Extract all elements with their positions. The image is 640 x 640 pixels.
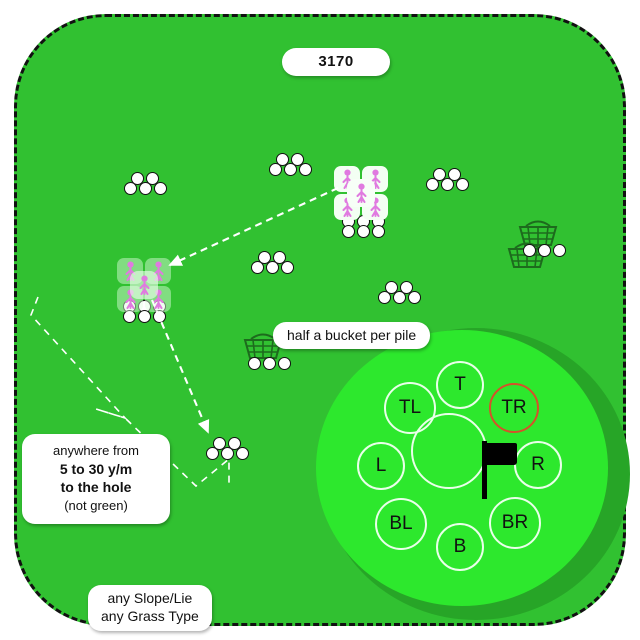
golf-ball-icon: [522, 244, 536, 257]
ball-pile: [200, 437, 254, 460]
bucket-callout: half a bucket per pile: [273, 322, 431, 349]
ball-pile: [245, 251, 299, 274]
ball-row: [336, 225, 390, 238]
golf-ball-icon: [123, 182, 137, 195]
distance-line-1: anywhere from: [53, 443, 139, 458]
ball-row: [263, 163, 317, 176]
ball-row: [118, 172, 172, 185]
ball-row: [245, 261, 299, 274]
surface-line-2: any Grass Type: [101, 608, 199, 625]
golfer-group: [117, 258, 171, 312]
ball-row: [372, 281, 426, 294]
golf-ball-icon: [385, 281, 398, 294]
golf-ball-icon: [433, 168, 446, 181]
flag-pole: [482, 441, 487, 499]
golf-ball-icon: [448, 168, 461, 181]
golf-ball-icon: [276, 153, 289, 166]
pin-position-r[interactable]: R: [514, 441, 562, 489]
golf-ball-icon: [440, 178, 454, 191]
pin-position-bl[interactable]: BL: [375, 498, 427, 550]
ball-pile: [372, 281, 426, 304]
golf-ball-icon: [537, 244, 551, 257]
golf-ball-icon: [153, 182, 167, 195]
golf-ball-icon: [131, 172, 144, 185]
ball-row: [118, 182, 172, 195]
ball-row: [420, 178, 474, 191]
drill-number-badge: 3170: [282, 48, 390, 76]
pin-position-tr[interactable]: TR: [489, 383, 539, 433]
ball-pile: [242, 357, 296, 370]
distance-callout: anywhere from 5 to 30 y/m to the hole (n…: [22, 434, 170, 524]
surface-callout: any Slope/Lie any Grass Type: [88, 585, 212, 632]
distance-line-4: (not green): [64, 498, 128, 514]
golf-ball-icon: [377, 291, 391, 304]
golf-ball-icon: [455, 178, 469, 191]
ball-row: [517, 244, 571, 257]
golfer-icon: [347, 179, 375, 207]
golf-ball-icon: [291, 153, 304, 166]
ball-pile: [517, 244, 571, 257]
golf-ball-icon: [268, 163, 282, 176]
golf-ball-icon: [277, 357, 291, 370]
golf-ball-icon: [552, 244, 566, 257]
golf-ball-icon: [280, 261, 294, 274]
golf-ball-icon: [407, 291, 421, 304]
golfer-icon: [130, 271, 158, 299]
ball-row: [372, 291, 426, 304]
surface-line-1: any Slope/Lie: [107, 590, 193, 606]
golf-ball-icon: [392, 291, 406, 304]
distance-line-2: 5 to 30 y/m: [59, 460, 133, 477]
flagstick-icon: [482, 441, 518, 499]
ball-row: [200, 447, 254, 460]
golf-ball-icon: [250, 261, 264, 274]
golf-ball-icon: [356, 225, 370, 238]
golf-ball-icon: [283, 163, 297, 176]
ball-pile: [420, 168, 474, 191]
ball-basket-icon: [516, 218, 562, 248]
pin-position-b[interactable]: B: [436, 523, 484, 571]
pin-position-tl[interactable]: TL: [384, 382, 436, 434]
ball-row: [263, 153, 317, 166]
golf-ball-icon: [262, 357, 276, 370]
ball-row: [242, 357, 296, 370]
golf-ball-icon: [265, 261, 279, 274]
golf-ball-icon: [400, 281, 413, 294]
golf-ball-icon: [138, 182, 152, 195]
ball-row: [420, 168, 474, 181]
distance-line-3: to the hole: [60, 479, 132, 496]
golf-ball-icon: [298, 163, 312, 176]
golf-ball-icon: [235, 447, 249, 460]
golf-ball-icon: [146, 172, 159, 185]
golf-ball-icon: [247, 357, 261, 370]
pin-position-c[interactable]: [411, 413, 487, 489]
golf-ball-icon: [205, 447, 219, 460]
golf-ball-icon: [220, 447, 234, 460]
ball-pile: [263, 153, 317, 176]
golf-ball-icon: [425, 178, 439, 191]
pin-position-l[interactable]: L: [357, 442, 405, 490]
golf-ball-icon: [341, 225, 355, 238]
pin-position-br[interactable]: BR: [489, 497, 541, 549]
golf-ball-icon: [371, 225, 385, 238]
ball-pile: [336, 215, 390, 238]
pin-position-t[interactable]: T: [436, 361, 484, 409]
ball-pile: [118, 172, 172, 195]
ball-basket-icon: [241, 331, 287, 361]
flag-cloth: [487, 443, 517, 465]
golfer-group: [334, 166, 388, 220]
